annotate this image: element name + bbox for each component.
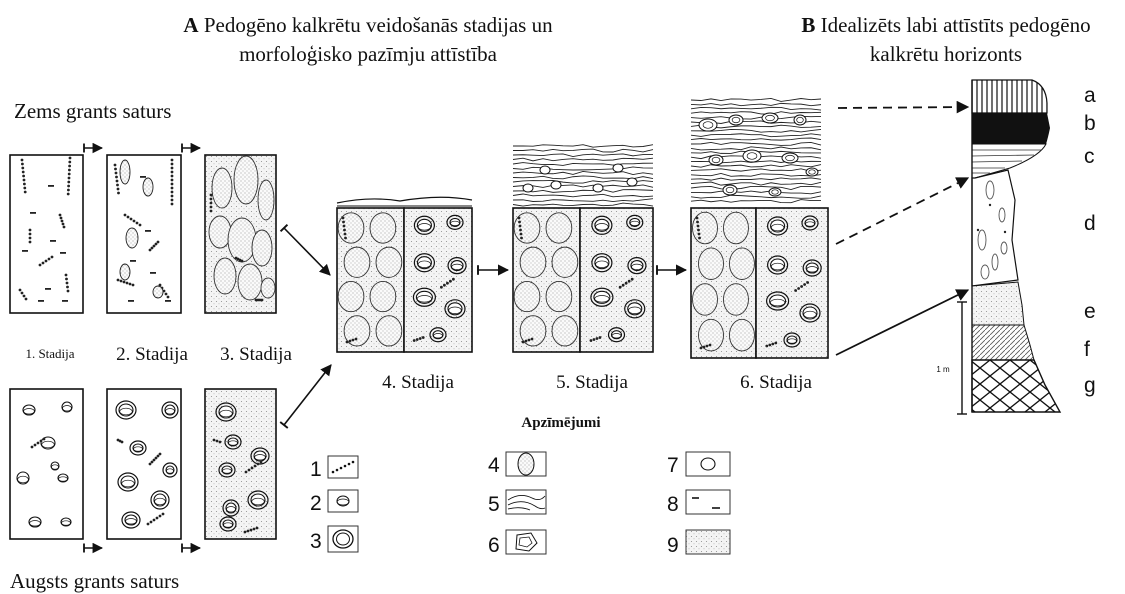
stage4-label: 4. Stadija <box>382 372 454 393</box>
dotted-nodule-icon <box>505 451 547 477</box>
stage3-high-box <box>204 388 277 540</box>
panel-a-title-line2: morfoloģisko pazīmju attīstība <box>239 42 497 66</box>
stage1-label: 1. Stadija <box>25 346 74 361</box>
stippled-fill-icon <box>685 529 731 555</box>
legend-title: Apzīmējumi <box>521 415 600 431</box>
horizon-c: c <box>1084 145 1095 168</box>
stage3-low-box <box>204 154 277 314</box>
legend-num-1: 1 <box>310 458 322 481</box>
horizon-g: g <box>1084 374 1096 397</box>
scale-label: 1 m <box>936 365 950 374</box>
legend-num-7: 7 <box>667 454 679 477</box>
horizon-f: f <box>1084 338 1090 361</box>
horizon-a: a <box>1084 84 1096 107</box>
stage4-column <box>336 196 473 353</box>
stage2-low-box <box>106 154 182 314</box>
low-gravel-label: Zems grants saturs <box>14 99 171 123</box>
stage6-label: 6. Stadija <box>740 372 812 393</box>
stage1-low-box <box>9 154 84 314</box>
horizon-labels: a b c d e f g <box>1084 84 1096 397</box>
legend-num-3: 3 <box>310 530 322 553</box>
stage2-high-box <box>106 388 182 540</box>
panel-b-title-line2: kalkrētu horizonts <box>870 42 1022 66</box>
stage3-label: 3. Stadija <box>220 344 292 365</box>
coated-pebble-icon <box>327 525 359 553</box>
empty-circle-icon <box>685 451 731 477</box>
stage2-label: 2. Stadija <box>116 344 188 365</box>
legend-num-6: 6 <box>488 534 500 557</box>
horizon-d: d <box>1084 212 1096 235</box>
stage1-high-box <box>9 388 84 540</box>
legend-num-8: 8 <box>667 493 679 516</box>
legend: 1 2 3 4 5 <box>310 451 731 557</box>
laminar-layer-icon <box>505 489 547 515</box>
dash-marks-icon <box>685 489 731 515</box>
horizon-b: b <box>1084 112 1096 135</box>
small-pebble-icon <box>327 489 359 513</box>
stage6-column <box>690 98 829 359</box>
horizon-e: e <box>1084 300 1096 323</box>
stage5-label: 5. Stadija <box>556 372 628 393</box>
dotted-line-icon <box>327 455 359 479</box>
legend-num-5: 5 <box>488 493 500 516</box>
pisolith-icon <box>505 529 547 555</box>
high-gravel-label: Augsts grants saturs <box>10 569 179 593</box>
panel-b-title-line1: B Idealizēts labi attīstīts pedogēno <box>801 13 1090 37</box>
legend-num-2: 2 <box>310 492 322 515</box>
connector-arrows <box>835 100 970 356</box>
legend-num-9: 9 <box>667 534 679 557</box>
legend-num-4: 4 <box>488 454 500 477</box>
converge-arrows <box>279 223 332 429</box>
panel-a-title-line1: A Pedogēno kalkrētu veidošanās stadijas … <box>183 13 553 37</box>
stage5-column <box>512 140 654 353</box>
horizon-column <box>957 79 1062 415</box>
